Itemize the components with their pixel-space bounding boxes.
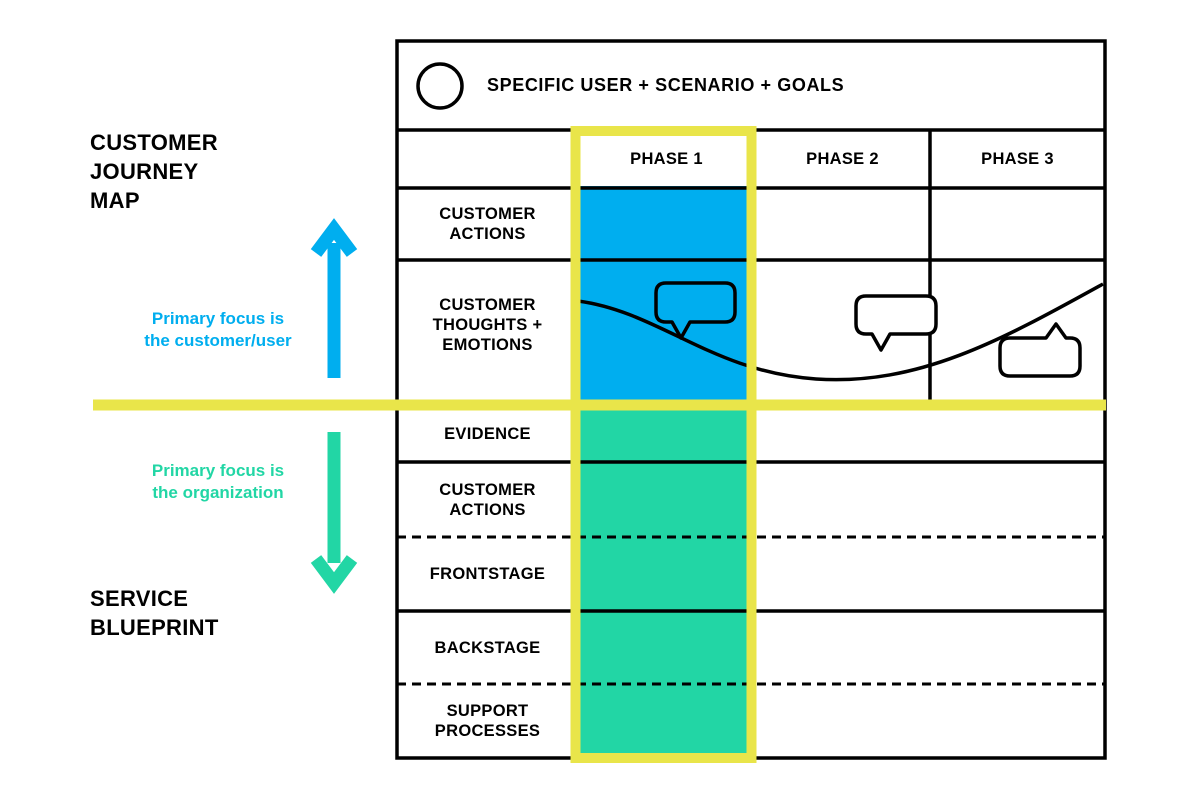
row-label-backstage: BACKSTAGE xyxy=(434,638,541,657)
row-label-evidence: EVIDENCE xyxy=(444,424,531,443)
emotion-curve xyxy=(577,282,1104,382)
customer-focus-note: Primary focus is the customer/user xyxy=(144,309,292,350)
row-label-customer-actions-blueprint: CUSTOMER ACTIONS xyxy=(439,480,536,519)
phase1-blueprint-highlight-fill xyxy=(580,405,747,753)
phase1-highlight-box xyxy=(570,126,757,763)
row-label-customer-actions-journey: CUSTOMER ACTIONS xyxy=(439,205,536,243)
phase-3-label: PHASE 3 xyxy=(981,150,1054,168)
speech-bubble-phase3-icon xyxy=(998,322,1082,378)
speech-bubble-phase2-icon xyxy=(854,294,938,352)
table-header-label: SPECIFIC USER + SCENARIO + GOALS xyxy=(487,75,845,95)
customer-focus-arrow-up-icon xyxy=(310,218,358,257)
organization-focus-note: Primary focus is the organization xyxy=(151,461,285,502)
row-label-frontstage: FRONTSTAGE xyxy=(429,565,546,583)
service-blueprint-title: SERVICE BLUEPRINT xyxy=(90,586,219,640)
row-label-customer-thoughts-emotions: CUSTOMER THOUGHTS + EMOTIONS xyxy=(432,296,543,354)
speech-bubble-phase1-icon xyxy=(654,281,737,340)
phase-1-label: PHASE 1 xyxy=(630,150,703,168)
row-label-support-processes: SUPPORT PROCESSES xyxy=(434,702,541,740)
user-circle-icon xyxy=(416,62,464,110)
phase-2-label: PHASE 2 xyxy=(806,150,879,168)
customer-journey-map-title: CUSTOMER JOURNEY MAP xyxy=(90,130,218,213)
organization-focus-arrow-down-icon xyxy=(310,555,358,594)
